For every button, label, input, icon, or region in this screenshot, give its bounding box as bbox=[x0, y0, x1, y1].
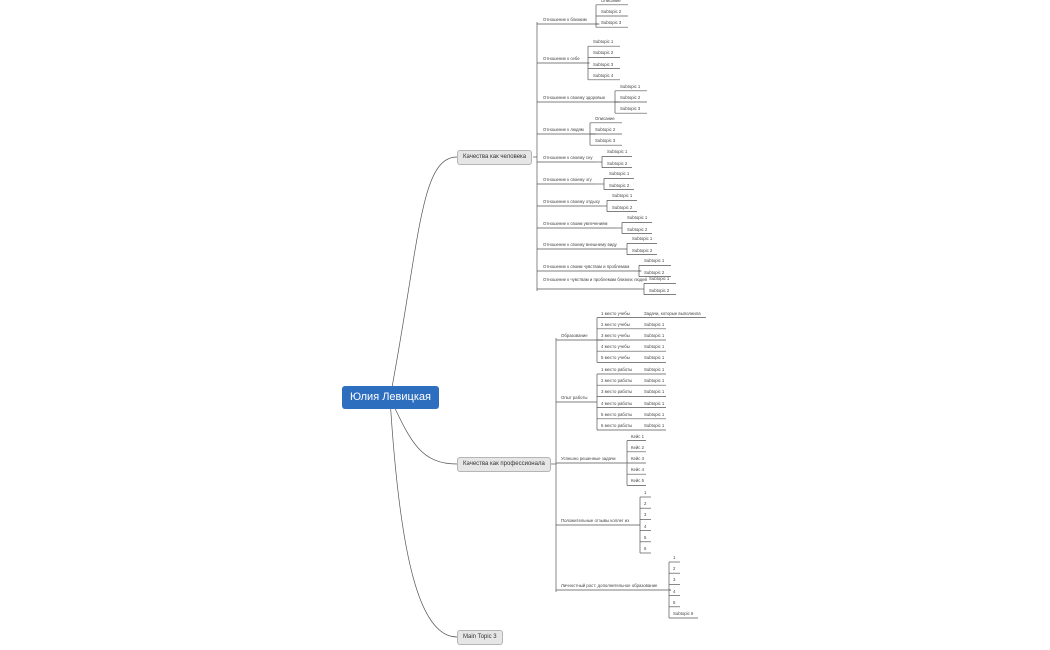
leaf-human-6-0[interactable]: Subtopic 1 bbox=[612, 193, 633, 199]
leaf-human-10-1[interactable]: Subtopic 2 bbox=[649, 287, 670, 293]
leaf-human-7-0[interactable]: Subtopic 1 bbox=[627, 215, 648, 221]
subtopic-human-7[interactable]: Отношение к своим увлечениям bbox=[543, 221, 608, 226]
grandchild-prof-1-5[interactable]: Subtopic 1 bbox=[644, 423, 665, 428]
grandchild-prof-1-4[interactable]: Subtopic 1 bbox=[644, 411, 665, 417]
grandchild-prof-1-1[interactable]: Subtopic 1 bbox=[644, 378, 665, 384]
leaf-human-2-1[interactable]: Subtopic 2 bbox=[620, 95, 641, 100]
leaf-human-3-1[interactable]: Subtopic 2 bbox=[595, 127, 616, 132]
leaf-prof-1-3[interactable]: 4 место работы bbox=[601, 400, 633, 406]
leaf-prof-3-3[interactable]: 4 bbox=[644, 523, 647, 529]
subtopic-human-5[interactable]: Отношение к своему эгу bbox=[543, 177, 592, 182]
grandchild-prof-1-3[interactable]: Subtopic 1 bbox=[644, 400, 665, 406]
leaf-human-0-1[interactable]: Subtopic 2 bbox=[601, 9, 622, 14]
subtopic-prof-2[interactable]: Успешно решенные задачи bbox=[561, 456, 616, 461]
leaf-prof-2-4[interactable]: Кейс 5 bbox=[631, 478, 645, 484]
leaf-prof-4-4[interactable]: 5 bbox=[673, 599, 676, 605]
leaf-human-2-2[interactable]: Subtopic 3 bbox=[620, 106, 641, 112]
main-topic-human-qualities[interactable]: Качества как человека bbox=[457, 150, 533, 165]
leaf-prof-0-0[interactable]: 1 место учебы bbox=[601, 310, 630, 316]
leaf-human-0-0[interactable]: Описание bbox=[601, 0, 621, 3]
leaf-prof-3-4[interactable]: 5 bbox=[644, 534, 647, 540]
leaf-prof-0-1[interactable]: 2 место учебы bbox=[601, 321, 630, 327]
leaf-prof-0-4[interactable]: 5 место учебы bbox=[601, 355, 630, 361]
leaf-human-2-0[interactable]: Subtopic 1 bbox=[620, 83, 641, 89]
leaf-prof-4-3[interactable]: 4 bbox=[673, 588, 676, 594]
leaf-human-1-0[interactable]: Subtopic 1 bbox=[593, 39, 614, 45]
leaf-prof-2-2[interactable]: Кейс 3 bbox=[631, 456, 645, 461]
leaf-prof-3-0[interactable]: 1 bbox=[644, 490, 647, 495]
leaf-prof-4-1[interactable]: 2 bbox=[673, 566, 676, 572]
leaf-human-9-1[interactable]: Subtopic 2 bbox=[644, 269, 665, 275]
subtopic-prof-0[interactable]: Образование bbox=[561, 333, 588, 338]
leaf-human-10-0[interactable]: Subtopic 1 bbox=[649, 276, 670, 282]
subtopic-human-10[interactable]: Отношение к чувствам и проблемам близких… bbox=[543, 277, 647, 282]
grandchild-prof-0-2[interactable]: Subtopic 1 bbox=[644, 333, 665, 338]
leaf-human-8-1[interactable]: Subtopic 2 bbox=[632, 247, 653, 253]
grandchild-prof-0-0[interactable]: Задачи, которые выполнила bbox=[644, 310, 701, 316]
leaf-prof-1-2[interactable]: 3 место работы bbox=[601, 389, 633, 395]
leaf-human-1-2[interactable]: Subtopic 3 bbox=[593, 61, 614, 67]
subtopic-human-3[interactable]: Отношение к людям bbox=[543, 127, 584, 132]
leaf-prof-3-5[interactable]: 6 bbox=[644, 546, 647, 551]
leaf-prof-3-2[interactable]: 3 bbox=[644, 512, 647, 518]
leaf-human-6-1[interactable]: Subtopic 2 bbox=[612, 204, 633, 210]
central-topic[interactable]: Юлия Левицкая bbox=[342, 386, 439, 409]
subtopic-human-8[interactable]: Отношение к своему внешнему виду bbox=[543, 242, 617, 247]
grandchild-prof-0-1[interactable]: Subtopic 1 bbox=[644, 321, 665, 327]
subtopic-human-1[interactable]: Отношение к себе bbox=[543, 56, 580, 61]
leaf-prof-2-0[interactable]: Кейс 1 bbox=[631, 433, 645, 439]
main-topic-professional-qualities[interactable]: Качества как профессионала bbox=[457, 457, 551, 472]
leaf-prof-1-0[interactable]: 1 место работы bbox=[601, 367, 633, 372]
grandchild-prof-0-3[interactable]: Subtopic 1 bbox=[644, 344, 665, 350]
leaf-human-5-1[interactable]: Subtopic 2 bbox=[609, 182, 630, 188]
leaf-human-3-0[interactable]: Описание bbox=[595, 115, 615, 121]
leaf-prof-4-2[interactable]: 3 bbox=[673, 577, 676, 583]
subtopic-prof-1[interactable]: Опыт работы bbox=[561, 395, 588, 400]
grandchild-prof-0-4[interactable]: Subtopic 1 bbox=[644, 355, 665, 361]
leaf-prof-3-1[interactable]: 2 bbox=[644, 501, 647, 507]
leaf-human-9-0[interactable]: Subtopic 1 bbox=[644, 258, 665, 264]
connector-root-topic2 bbox=[389, 397, 458, 465]
subtopic-human-9[interactable]: Отношение к своим чувствам и проблемам bbox=[543, 264, 630, 269]
leaf-prof-2-3[interactable]: Кейс 4 bbox=[631, 467, 645, 473]
grandchild-prof-1-0[interactable]: Subtopic 1 bbox=[644, 367, 665, 372]
leaf-prof-0-2[interactable]: 3 место учебы bbox=[601, 333, 630, 338]
subtopic-prof-4[interactable]: Личностный рост: дополнительное образова… bbox=[561, 583, 658, 588]
leaf-prof-1-1[interactable]: 2 место работы bbox=[601, 378, 633, 384]
subtopic-human-6[interactable]: Отношение к своему отдыху bbox=[543, 199, 600, 204]
connector-root-topic3 bbox=[389, 397, 458, 638]
leaf-prof-2-1[interactable]: Кейс 2 bbox=[631, 444, 645, 450]
leaf-human-8-0[interactable]: Subtopic 1 bbox=[632, 236, 653, 242]
leaf-prof-1-4[interactable]: 5 место работы bbox=[601, 411, 633, 417]
leaf-human-5-0[interactable]: Subtopic 1 bbox=[609, 171, 630, 177]
main-topic-3[interactable]: Main Topic 3 bbox=[457, 630, 503, 645]
connector-root-topic1 bbox=[389, 156, 458, 399]
subtopic-prof-3[interactable]: Положительные отзывы коллег из bbox=[561, 518, 630, 523]
subtopic-human-2[interactable]: Отношение к своему здоровью bbox=[543, 95, 606, 100]
leaf-human-4-1[interactable]: Subtopic 2 bbox=[607, 160, 628, 166]
leaf-prof-1-5[interactable]: 6 место работы bbox=[601, 423, 633, 428]
leaf-human-4-0[interactable]: Subtopic 1 bbox=[607, 149, 628, 155]
leaf-human-1-3[interactable]: Subtopic 4 bbox=[593, 72, 614, 78]
leaf-human-3-2[interactable]: Subtopic 3 bbox=[595, 138, 616, 144]
leaf-prof-0-3[interactable]: 4 место учебы bbox=[601, 344, 630, 350]
leaf-human-7-1[interactable]: Subtopic 2 bbox=[627, 226, 648, 232]
leaf-human-0-2[interactable]: Subtopic 3 bbox=[601, 20, 622, 26]
subtopic-human-0[interactable]: Отношение к близким bbox=[543, 17, 587, 22]
leaf-human-1-1[interactable]: Subtopic 2 bbox=[593, 50, 614, 56]
leaf-prof-4-5[interactable]: Subtopic 6 bbox=[673, 611, 694, 616]
subtopic-human-4[interactable]: Отношение к своему сну bbox=[543, 155, 593, 160]
leaf-prof-4-0[interactable]: 1 bbox=[673, 555, 676, 560]
grandchild-prof-1-2[interactable]: Subtopic 1 bbox=[644, 389, 665, 395]
